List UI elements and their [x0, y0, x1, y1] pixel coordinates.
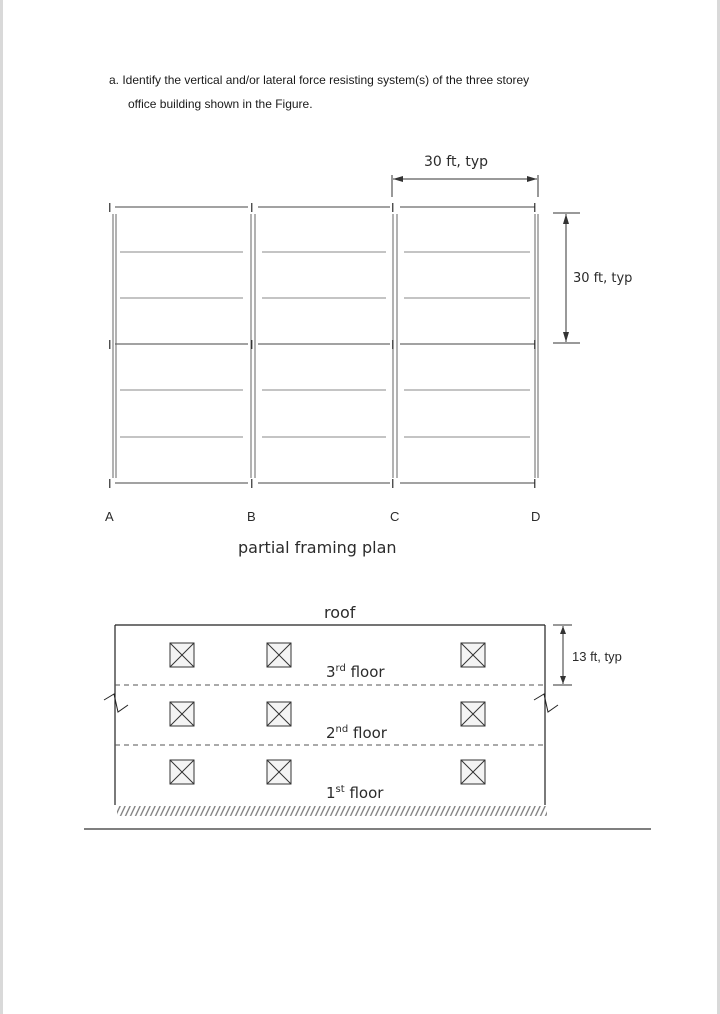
- floor-label-1-suffix: st: [336, 784, 345, 795]
- plan-top-dimension-label: 30 ft, typ: [424, 154, 488, 170]
- grid-labels: A B C D: [105, 509, 540, 524]
- plan-caption: partial framing plan: [238, 538, 397, 557]
- floor-label-3: 3rd floor: [326, 663, 385, 681]
- plan-side-dimension-label: 30 ft, typ: [573, 271, 632, 286]
- x-brace-icon: [266, 701, 292, 727]
- framing-plan: 30 ft, typ: [105, 154, 632, 557]
- column-mark: I: [391, 477, 395, 491]
- floor-label-2: 2nd floor: [326, 724, 388, 742]
- grid-label-b: B: [247, 509, 256, 524]
- grid-label-c: C: [390, 509, 399, 524]
- x-brace-icon: [266, 759, 292, 785]
- grid-label-d: D: [531, 509, 540, 524]
- floor-label-1: 1st floor: [326, 784, 384, 802]
- girder-lines: [115, 206, 535, 484]
- floor-label-3-suffix: rd: [336, 663, 346, 674]
- floor-label-1-number: 1: [326, 784, 336, 802]
- roof-label: roof: [324, 603, 356, 622]
- x-brace-icon: [266, 642, 292, 668]
- floor-label-2-suffix: nd: [336, 724, 349, 735]
- column-mark: I: [250, 477, 254, 491]
- column-mark: I: [533, 338, 537, 352]
- x-brace-icon: [169, 642, 195, 668]
- break-mark-left: [103, 693, 129, 713]
- column-mark: I: [391, 338, 395, 352]
- break-mark-right: [533, 693, 559, 713]
- x-brace-icon: [460, 701, 486, 727]
- question-line-1: a. Identify the vertical and/or lateral …: [109, 73, 530, 87]
- floor-label-2-number: 2: [326, 724, 336, 742]
- column-mark: I: [250, 201, 254, 215]
- column-mark: I: [533, 477, 537, 491]
- ground-hatch: [117, 806, 547, 816]
- column-mark: I: [250, 338, 254, 352]
- column-lines: [112, 214, 539, 478]
- braced-frames: [169, 642, 486, 785]
- column-mark: I: [533, 201, 537, 215]
- story-height-dimension: 13 ft, typ: [553, 624, 622, 686]
- story-height-label: 13 ft, typ: [572, 649, 622, 664]
- column-marks: I I I I I I I I I I I I: [108, 201, 537, 491]
- building-elevation: roof 3rd: [84, 603, 651, 830]
- infill-beams: [120, 251, 530, 438]
- column-mark: I: [108, 338, 112, 352]
- x-brace-icon: [169, 701, 195, 727]
- floor-label-3-number: 3: [326, 663, 336, 681]
- column-mark: I: [391, 201, 395, 215]
- x-brace-icon: [169, 759, 195, 785]
- plan-side-dimension: 30 ft, typ: [553, 212, 632, 344]
- x-brace-icon: [460, 642, 486, 668]
- column-mark: I: [108, 477, 112, 491]
- plan-top-dimension: 30 ft, typ: [391, 154, 539, 197]
- x-brace-icon: [460, 759, 486, 785]
- question-line-2: office building shown in the Figure.: [128, 97, 313, 111]
- column-mark: I: [108, 201, 112, 215]
- grid-label-a: A: [105, 509, 114, 524]
